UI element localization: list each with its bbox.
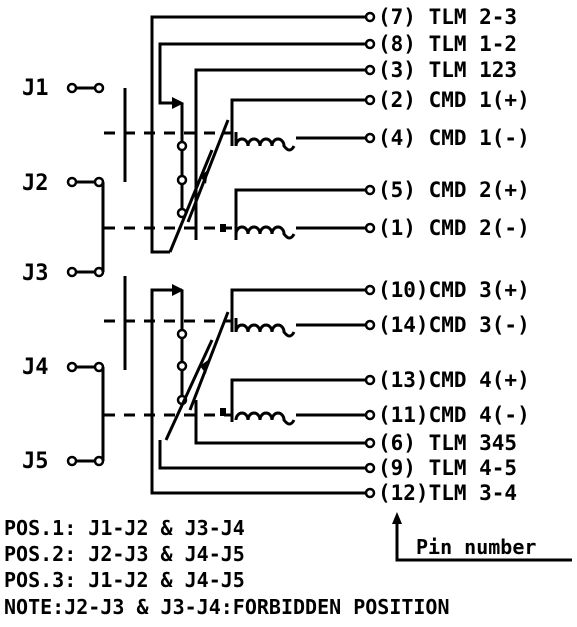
- wire-cmd-2-plus: [234, 188, 366, 240]
- pin-labels: (7) TLM 2-3 (8) TLM 1-2 (3) TLM 123 (2) …: [378, 5, 530, 505]
- pin-label-tlm-345: (6) TLM 345: [378, 431, 517, 455]
- pin-label-tlm-1-2: (8) TLM 1-2: [378, 32, 517, 56]
- coil-cmd-3: [230, 288, 366, 338]
- pin-label-cmd-2-minus: (1) CMD 2(-): [378, 216, 530, 240]
- wire-tlm-345: [194, 400, 366, 445]
- pin-terminals: [364, 11, 376, 499]
- pin-label-cmd-3-minus: (14)CMD 3(-): [378, 313, 530, 337]
- jack-j2: J2: [22, 171, 105, 196]
- wire-tlm-123: [194, 68, 366, 240]
- wire-tlm-4-5: [158, 440, 366, 470]
- pin-label-cmd-2-plus: (5) CMD 2(+): [378, 178, 530, 202]
- pin-label-cmd-1-minus: (4) CMD 1(-): [378, 126, 530, 150]
- pointer-arrow-icon: [392, 512, 402, 524]
- pin-label-tlm-4-5: (9) TLM 4-5: [378, 456, 517, 480]
- pin-label-cmd-4-minus: (11)CMD 4(-): [378, 403, 530, 427]
- pin-label-cmd-4-plus: (13)CMD 4(+): [378, 368, 530, 392]
- wire-tlm-3-4: [150, 468, 366, 495]
- pin-number-label: Pin number: [416, 535, 536, 559]
- coil-cmd-4: [220, 378, 366, 426]
- note-pos-1: POS.1: J1-J2 & J3-J4: [4, 516, 245, 540]
- pin-label-cmd-3-plus: (10)CMD 3(+): [378, 278, 530, 302]
- wire-cmd-1-plus: [230, 98, 366, 146]
- jack-label-j2: J2: [22, 171, 49, 196]
- position-notes: POS.1: J1-J2 & J3-J4 POS.2: J2-J3 & J4-J…: [4, 516, 450, 619]
- pin-number-pointer: Pin number: [392, 512, 572, 562]
- jack-label-j3: J3: [22, 261, 49, 286]
- wire-cmd-4-plus: [230, 378, 366, 422]
- coil-cmd-2: [220, 188, 366, 240]
- wire-cmd-3-plus: [230, 288, 366, 332]
- note-pos-2: POS.2: J2-J3 & J4-J5: [4, 542, 245, 566]
- note-forbidden: NOTE:J2-J3 & J3-J4:FORBIDDEN POSITION: [4, 595, 450, 619]
- jack-j4: J4: [22, 355, 105, 380]
- jack-j1: J1: [22, 76, 105, 101]
- lower-relay-contacts: [150, 284, 230, 468]
- pin-label-cmd-1-plus: (2) CMD 1(+): [378, 88, 530, 112]
- jack-label-j1: J1: [22, 76, 49, 101]
- pin-label-tlm-2-3: (7) TLM 2-3: [378, 5, 517, 29]
- upper-relay-contacts: [168, 97, 230, 253]
- pin-label-tlm-123: (3) TLM 123: [378, 58, 517, 82]
- note-pos-3: POS.3: J1-J2 & J4-J5: [4, 568, 245, 592]
- jack-label-j4: J4: [22, 355, 49, 380]
- jack-j5: J5: [22, 449, 105, 474]
- actuator-bars: [104, 88, 232, 417]
- jack-label-j5: J5: [22, 449, 49, 474]
- pin-label-tlm-3-4: (12)TLM 3-4: [378, 481, 517, 505]
- wire-tlm-1-2: [158, 42, 366, 105]
- jack-j3: J3: [22, 261, 105, 286]
- coil-cmd-1: [230, 98, 366, 152]
- tlm-wires-lower: [150, 400, 366, 495]
